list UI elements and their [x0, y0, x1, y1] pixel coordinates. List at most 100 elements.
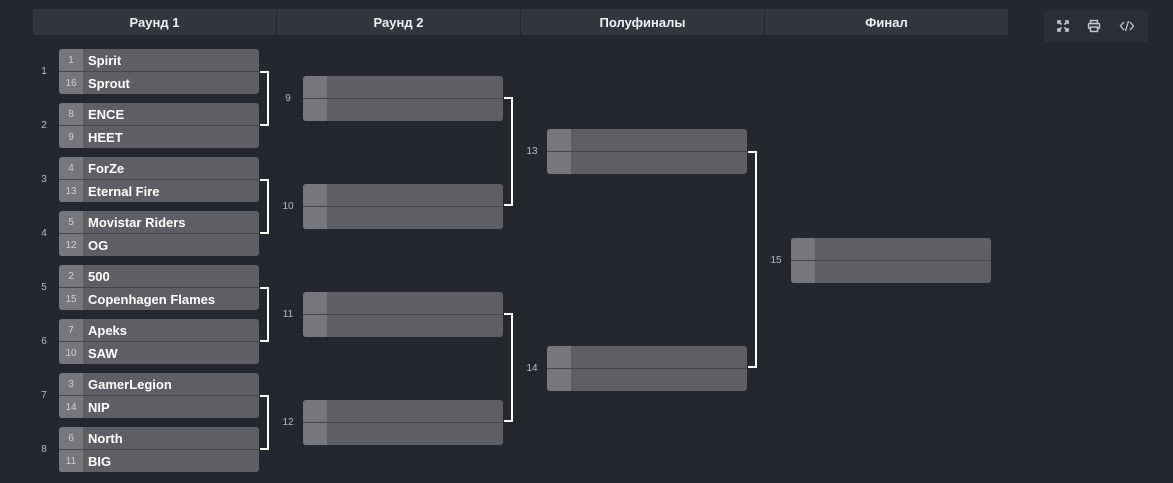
slot-top[interactable]: 2 500 — [59, 265, 259, 287]
header-round-2: Раунд 2 — [277, 9, 520, 35]
seed: 8 — [59, 103, 83, 125]
slot-top[interactable] — [303, 184, 503, 206]
team-name: Eternal Fire — [88, 183, 160, 199]
slot-bottom[interactable] — [303, 315, 503, 337]
seed — [791, 238, 815, 260]
match-15[interactable] — [791, 238, 991, 283]
team-name: ForZe — [88, 160, 125, 176]
seed: 15 — [59, 288, 83, 310]
divider — [303, 206, 503, 207]
team-name: HEET — [88, 129, 123, 145]
seed — [303, 184, 327, 206]
toolbar — [1044, 10, 1148, 42]
match-number: 12 — [282, 417, 294, 428]
slot-bottom[interactable] — [303, 423, 503, 445]
seed: 10 — [59, 342, 83, 364]
slot-bottom[interactable]: 10 SAW — [59, 342, 259, 364]
slot-bottom[interactable] — [303, 99, 503, 121]
match-number: 11 — [282, 309, 294, 320]
seed: 2 — [59, 265, 83, 287]
team-name: BIG — [88, 453, 112, 469]
seed — [791, 261, 815, 283]
seed: 13 — [59, 180, 83, 202]
match-11[interactable] — [303, 292, 503, 337]
team-name: SAW — [88, 345, 118, 361]
match-number: 15 — [770, 255, 782, 266]
match-number: 10 — [282, 201, 294, 212]
slot-bottom[interactable] — [791, 261, 991, 283]
slot-top[interactable] — [303, 292, 503, 314]
divider — [59, 341, 259, 342]
seed: 12 — [59, 234, 83, 256]
match-14[interactable] — [547, 346, 747, 391]
seed: 7 — [59, 319, 83, 341]
seed — [303, 423, 327, 445]
match-6[interactable]: 7 Apeks 10 SAW — [59, 319, 259, 364]
divider — [59, 449, 259, 450]
match-number: 1 — [41, 66, 47, 77]
match-12[interactable] — [303, 400, 503, 445]
slot-bottom[interactable]: 11 BIG — [59, 450, 259, 472]
match-13[interactable] — [547, 129, 747, 174]
match-9[interactable] — [303, 76, 503, 121]
seed: 11 — [59, 450, 83, 472]
slot-top[interactable] — [303, 400, 503, 422]
seed — [303, 400, 327, 422]
slot-top[interactable] — [303, 76, 503, 98]
match-3[interactable]: 4 ForZe 13 Eternal Fire — [59, 157, 259, 202]
code-icon[interactable] — [1118, 18, 1136, 34]
team-name: 500 — [88, 268, 110, 284]
slot-top[interactable] — [547, 346, 747, 368]
slot-top[interactable] — [791, 238, 991, 260]
slot-bottom[interactable] — [547, 152, 747, 174]
seed — [303, 99, 327, 121]
divider — [59, 233, 259, 234]
header-semifinals: Полуфиналы — [521, 9, 764, 35]
print-icon[interactable] — [1085, 18, 1103, 34]
seed — [303, 292, 327, 314]
seed: 4 — [59, 157, 83, 179]
slot-top[interactable]: 7 Apeks — [59, 319, 259, 341]
match-number: 6 — [41, 336, 47, 347]
seed — [547, 369, 571, 391]
slot-bottom[interactable]: 13 Eternal Fire — [59, 180, 259, 202]
match-number: 2 — [41, 120, 47, 131]
slot-bottom[interactable] — [547, 369, 747, 391]
slot-top[interactable]: 4 ForZe — [59, 157, 259, 179]
team-name: Apeks — [88, 322, 128, 338]
seed — [547, 346, 571, 368]
slot-top[interactable] — [547, 129, 747, 151]
divider — [547, 151, 747, 152]
match-number: 13 — [526, 146, 538, 157]
team-name: GamerLegion — [88, 376, 172, 392]
match-number: 4 — [41, 228, 47, 239]
seed — [303, 76, 327, 98]
divider — [303, 314, 503, 315]
match-number: 14 — [526, 363, 538, 374]
divider — [303, 98, 503, 99]
match-number: 7 — [41, 390, 47, 401]
match-10[interactable] — [303, 184, 503, 229]
seed — [303, 315, 327, 337]
seed: 5 — [59, 211, 83, 233]
fullscreen-icon[interactable] — [1054, 18, 1072, 34]
divider — [59, 71, 259, 72]
slot-bottom[interactable] — [303, 207, 503, 229]
